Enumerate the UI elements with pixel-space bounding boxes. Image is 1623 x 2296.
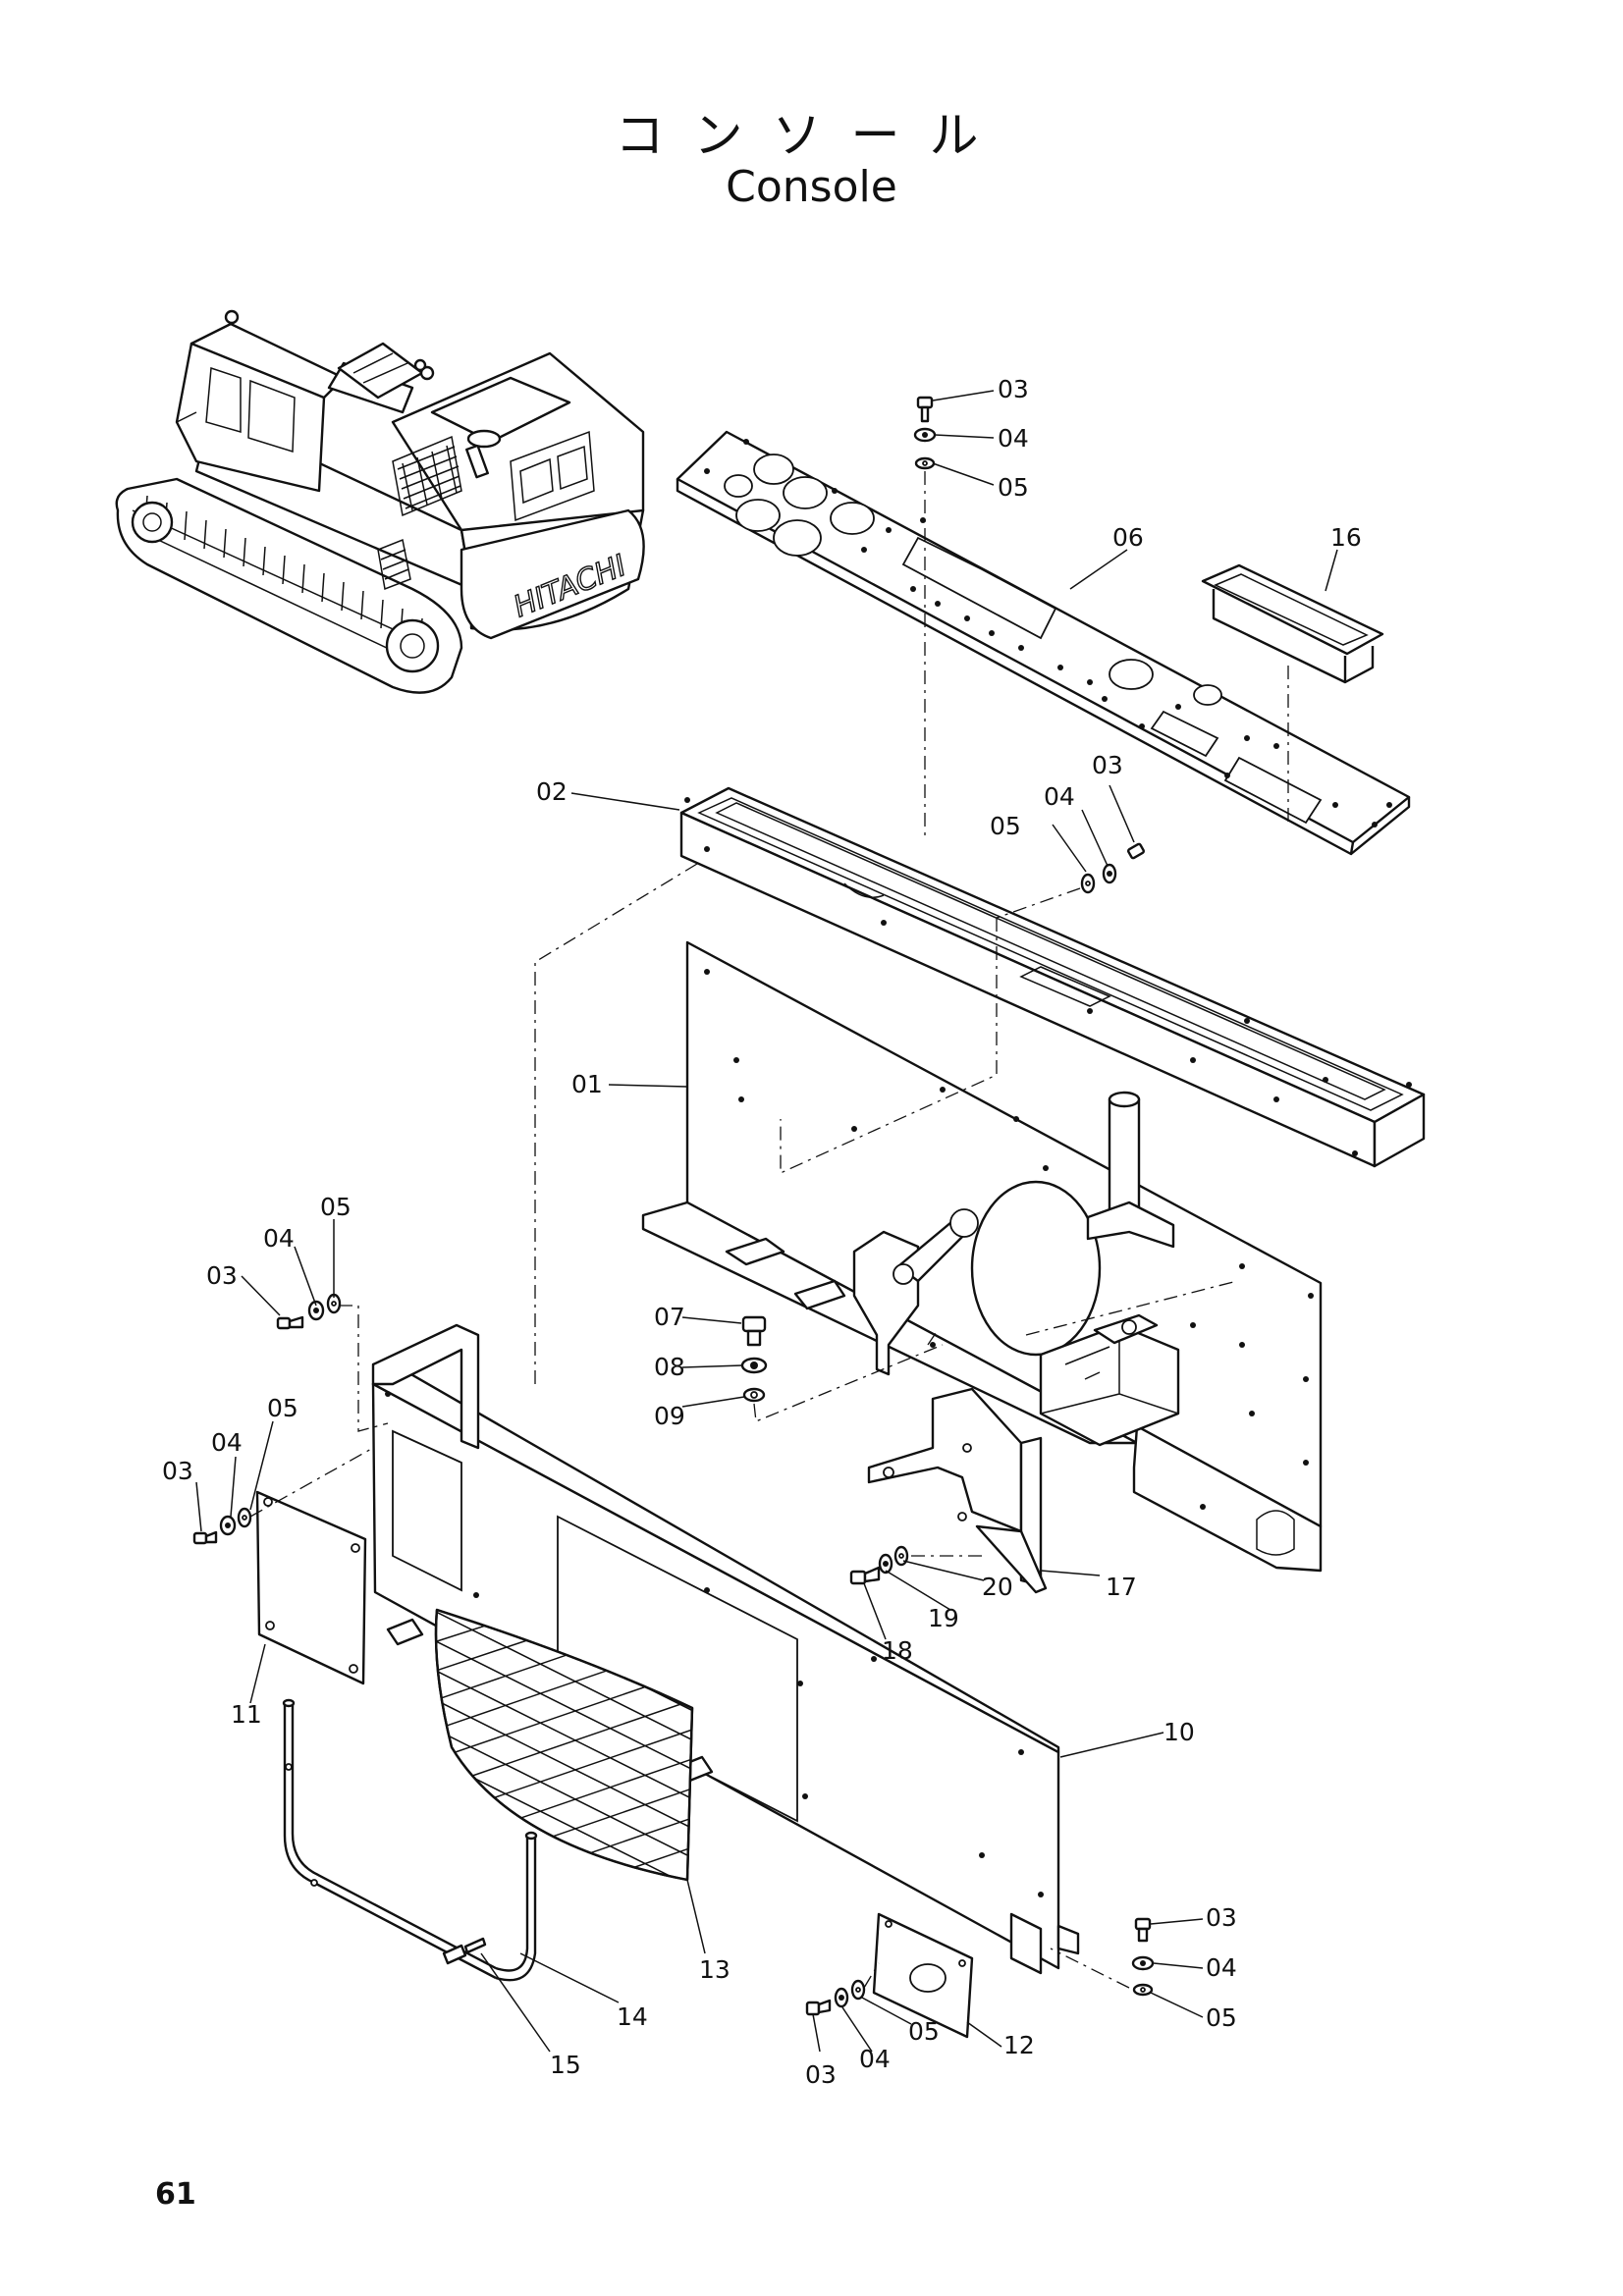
callout-04: 04 — [859, 2045, 891, 2073]
callout-12: 12 — [1003, 2031, 1035, 2059]
callout-05: 05 — [990, 812, 1021, 840]
callout-01: 01 — [571, 1070, 603, 1098]
panel-01-bolt-holes — [704, 969, 1314, 1510]
callout-03: 03 — [805, 2060, 837, 2089]
part-17-bracket — [867, 1387, 1048, 1594]
callout-04: 04 — [263, 1224, 295, 1253]
callout-13: 13 — [699, 1955, 730, 1984]
part-12-cover-plate — [872, 1912, 974, 2039]
callout-09: 09 — [654, 1402, 685, 1430]
callout-04: 04 — [998, 424, 1029, 453]
callout-14: 14 — [617, 2002, 648, 2031]
callout-03: 03 — [162, 1457, 193, 1485]
callout-20: 20 — [982, 1573, 1013, 1601]
panel-06-bolt-holes — [704, 439, 1392, 828]
box-02-bolt-holes — [684, 797, 1412, 1156]
callout-03: 03 — [1092, 751, 1123, 779]
callout-04: 04 — [1206, 1953, 1237, 1982]
part-02-console-box — [679, 786, 1426, 1168]
part-14-handrail — [282, 1698, 538, 1982]
callout-03: 03 — [1206, 1903, 1237, 1932]
callout-11: 11 — [231, 1700, 262, 1729]
callout-05: 05 — [267, 1394, 298, 1422]
callout-04: 04 — [1044, 782, 1075, 811]
callout-03: 03 — [206, 1261, 238, 1290]
callout-18: 18 — [882, 1636, 913, 1665]
callout-08: 08 — [654, 1353, 685, 1381]
assembly-center-lines — [249, 471, 1289, 1989]
callout-07: 07 — [654, 1303, 685, 1331]
callout-19: 19 — [928, 1604, 959, 1632]
part-06-top-plate — [676, 430, 1411, 856]
part-11-cover-plate — [255, 1490, 367, 1685]
callout-02: 02 — [536, 777, 568, 806]
callout-15: 15 — [550, 2051, 581, 2079]
callout-labels: 03 04 05 06 16 03 04 05 02 01 05 04 03 0… — [162, 375, 1362, 2089]
callout-05: 05 — [1206, 2003, 1237, 2032]
hardware-bolts-washers — [192, 396, 1155, 2016]
callout-05: 05 — [908, 2017, 940, 2046]
part-10-front-panel — [371, 1323, 1080, 1975]
title-japanese: コンソール — [615, 107, 1008, 164]
callout-leader-lines — [195, 390, 1338, 2053]
callout-10: 10 — [1163, 1718, 1195, 1746]
callout-16: 16 — [1330, 523, 1362, 552]
part-16-tray — [1201, 563, 1384, 684]
title-english: Console — [726, 162, 897, 212]
page-number: 61 — [155, 2177, 196, 2212]
callout-04: 04 — [211, 1428, 243, 1457]
callout-06: 06 — [1112, 523, 1144, 552]
excavator-illustration: HITACHI — [115, 309, 645, 694]
side-grille — [377, 435, 462, 591]
part-01-side-panel — [641, 940, 1323, 1573]
callout-05: 05 — [320, 1193, 352, 1221]
callout-17: 17 — [1106, 1573, 1137, 1601]
callout-05: 05 — [998, 473, 1029, 502]
callout-03: 03 — [998, 375, 1029, 403]
